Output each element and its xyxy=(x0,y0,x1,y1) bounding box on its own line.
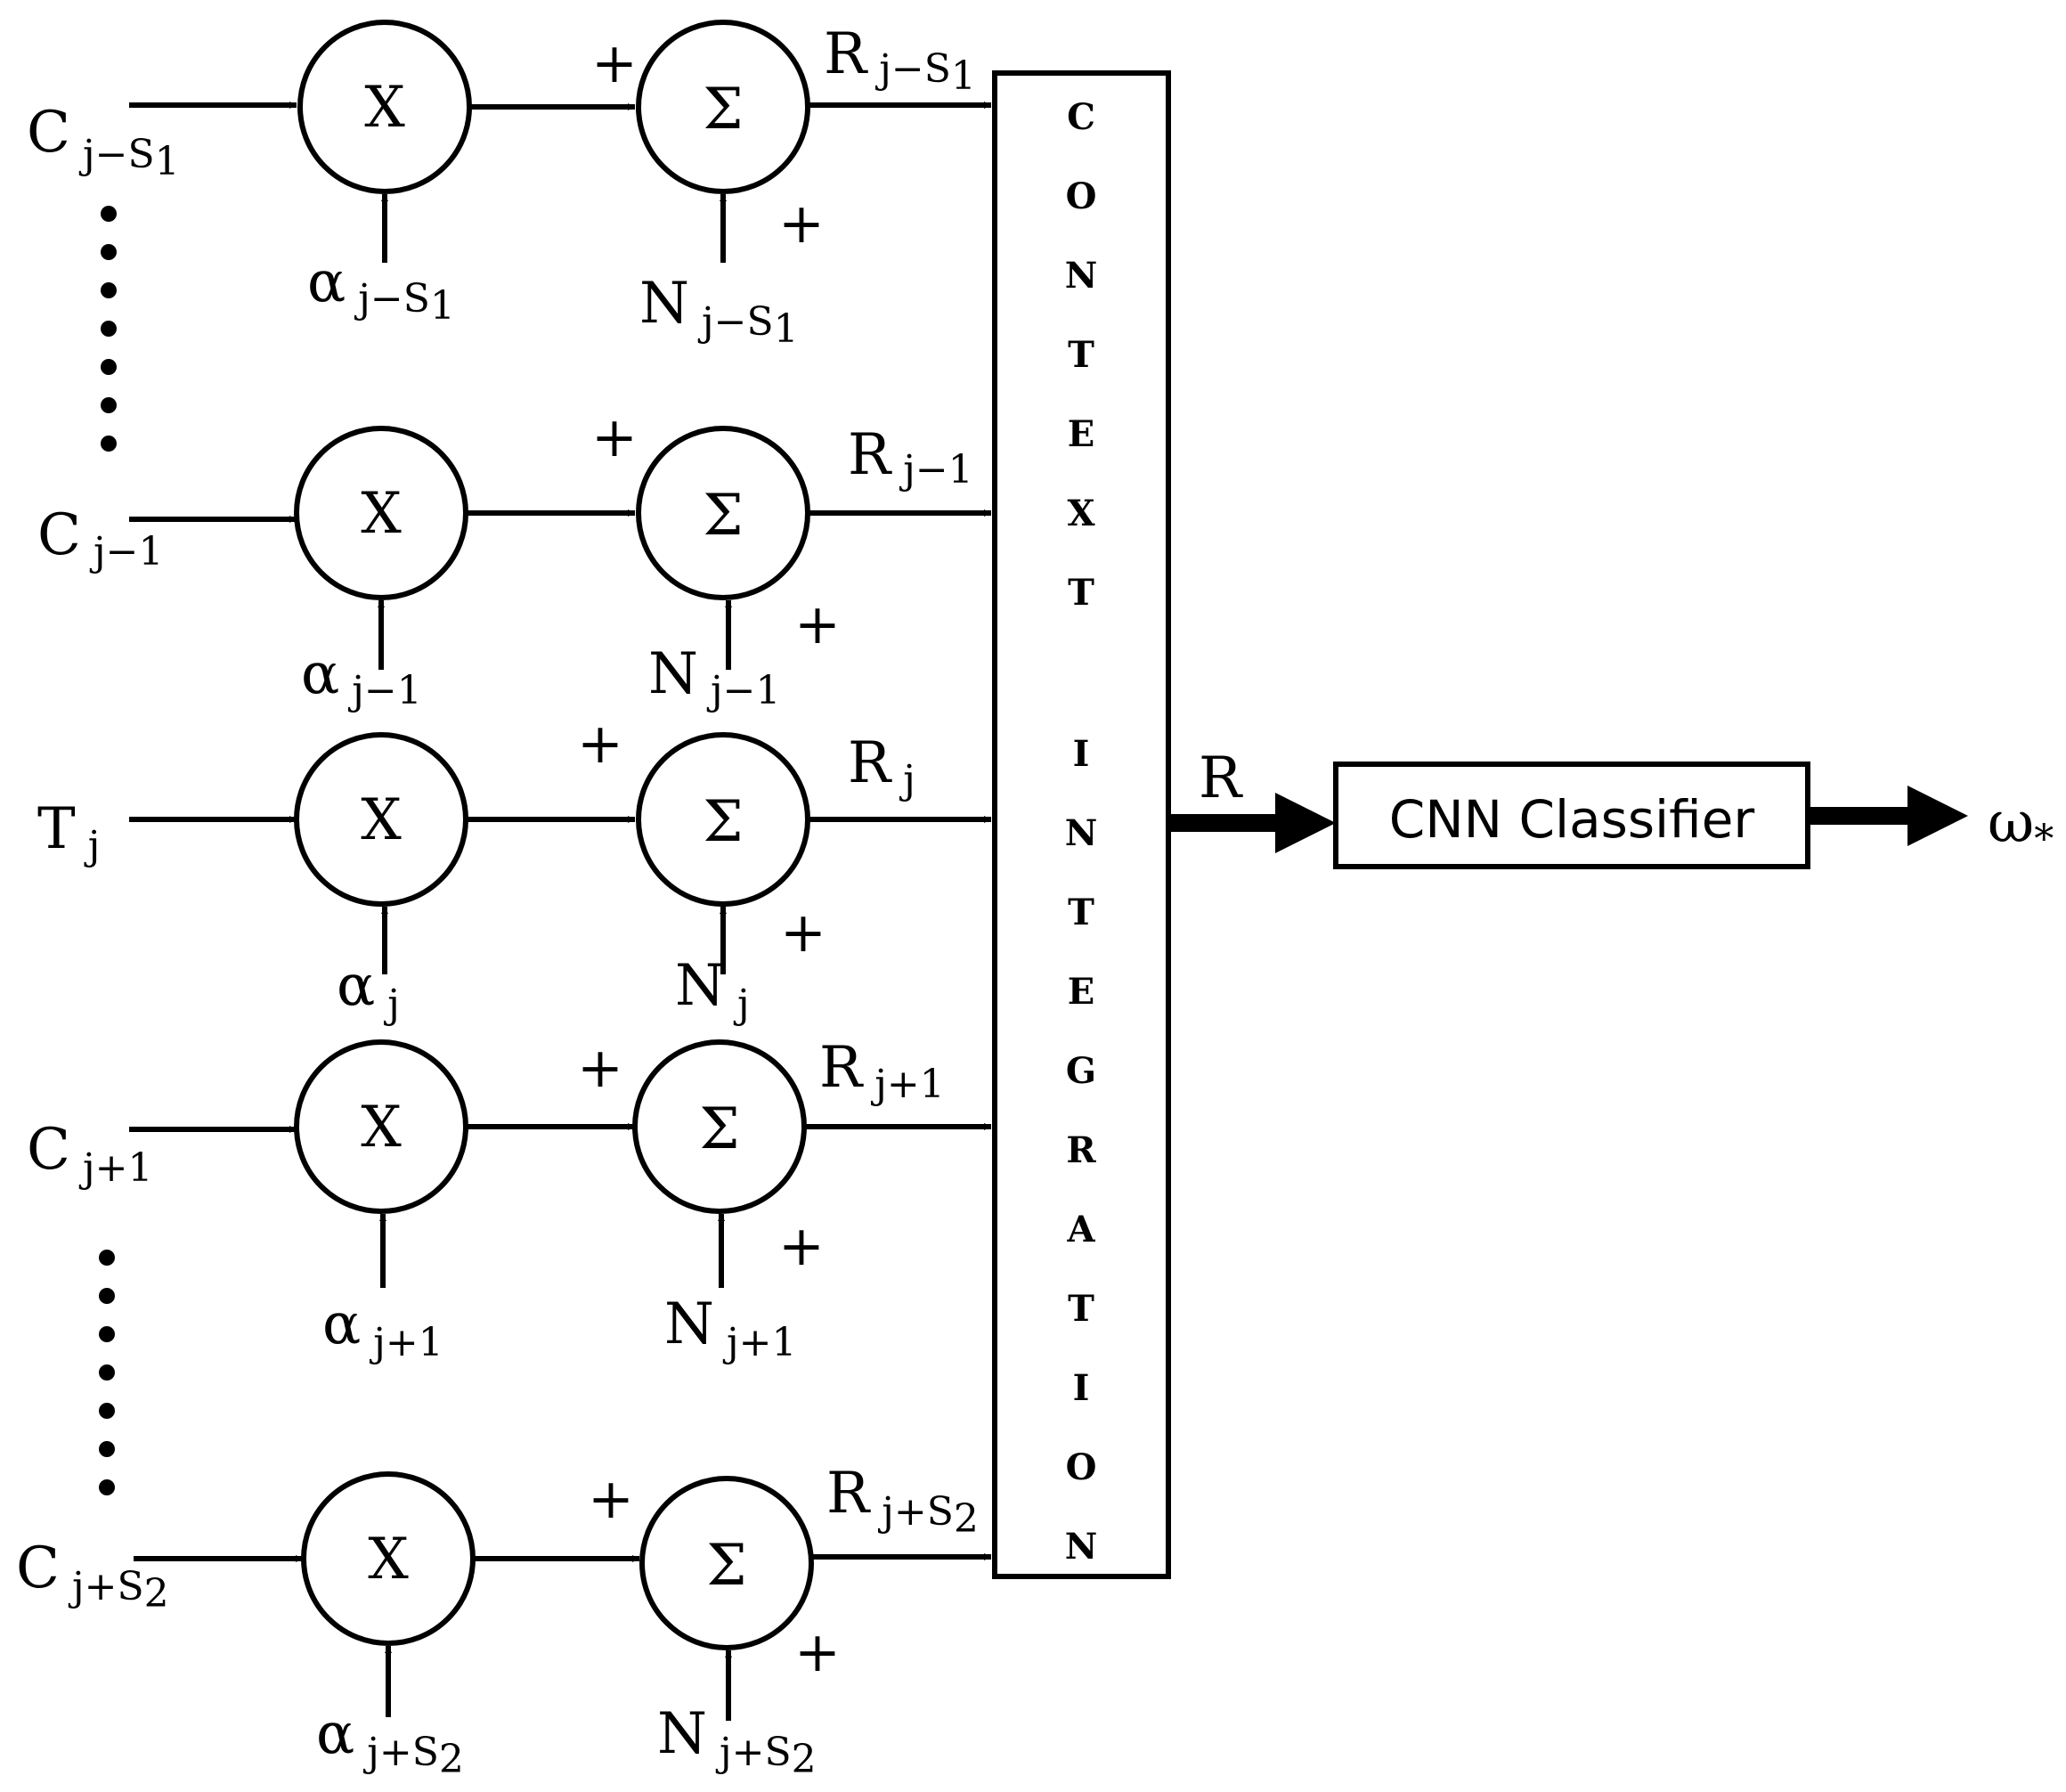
plus-sign-top: + xyxy=(577,711,623,776)
cnn-classifier-label: CNN Classifier xyxy=(1389,789,1755,850)
integration-letter: C xyxy=(1067,96,1095,138)
integration-letter: E xyxy=(1068,971,1095,1013)
plus-sign-top: + xyxy=(591,404,638,469)
multiply-node xyxy=(301,1471,476,1646)
integration-output-label: R xyxy=(1199,745,1243,811)
integration-letter: T xyxy=(1068,334,1094,376)
multiply-node xyxy=(294,732,468,907)
multiply-symbol: X xyxy=(361,787,402,853)
integration-output-arrowhead xyxy=(1275,793,1336,853)
sum-node xyxy=(636,732,810,907)
integration-letter: T xyxy=(1068,892,1094,933)
multiply-symbol: X xyxy=(361,1095,402,1161)
integration-letter: R xyxy=(1066,1129,1096,1171)
classifier-output-arrowhead xyxy=(1907,786,1968,846)
integration-letter: N xyxy=(1065,1526,1098,1568)
sum-node xyxy=(636,20,810,194)
ellipsis-dots-lower xyxy=(99,1250,115,1495)
multiply-symbol: X xyxy=(368,1527,409,1592)
multiply-node xyxy=(294,426,468,600)
sum-symbol: Σ xyxy=(699,1096,739,1162)
integration-letter: I xyxy=(1073,733,1090,775)
integration-letter: O xyxy=(1066,175,1097,217)
sum-symbol: Σ xyxy=(706,1533,746,1599)
sum-symbol: Σ xyxy=(703,77,743,143)
integration-letter: T xyxy=(1068,1288,1094,1330)
multiply-node xyxy=(294,1039,468,1214)
sum-node xyxy=(636,426,810,600)
sum-symbol: Σ xyxy=(703,483,743,549)
integration-letter: G xyxy=(1066,1050,1096,1092)
integration-letter: X xyxy=(1067,493,1094,534)
integration-letter: E xyxy=(1068,413,1095,455)
integration-letter: A xyxy=(1066,1209,1095,1250)
plus-sign-bottom: + xyxy=(780,900,826,965)
sum-symbol: Σ xyxy=(703,789,743,855)
sum-node xyxy=(632,1039,807,1214)
integration-letter: N xyxy=(1065,812,1098,854)
plus-sign-bottom: + xyxy=(794,1619,841,1684)
final-output-label: ω* xyxy=(1988,790,2054,862)
plus-sign-bottom: + xyxy=(794,591,841,656)
plus-sign-top: + xyxy=(591,30,638,95)
multiply-symbol: X xyxy=(364,75,405,141)
sum-node xyxy=(639,1476,814,1650)
plus-sign-bottom: + xyxy=(778,191,825,256)
integration-letter: O xyxy=(1066,1446,1097,1488)
ellipsis-dots-upper xyxy=(101,206,117,452)
context-integration-box xyxy=(992,70,1171,1579)
plus-sign-bottom: + xyxy=(778,1213,825,1278)
integration-letter: T xyxy=(1068,572,1094,614)
integration-letter: N xyxy=(1065,255,1098,297)
multiply-node xyxy=(297,20,472,194)
plus-sign-top: + xyxy=(577,1035,623,1100)
plus-sign-top: + xyxy=(588,1466,634,1531)
integration-letter: I xyxy=(1073,1367,1090,1409)
multiply-symbol: X xyxy=(361,481,402,547)
cnn-classifier-box xyxy=(1333,762,1810,869)
